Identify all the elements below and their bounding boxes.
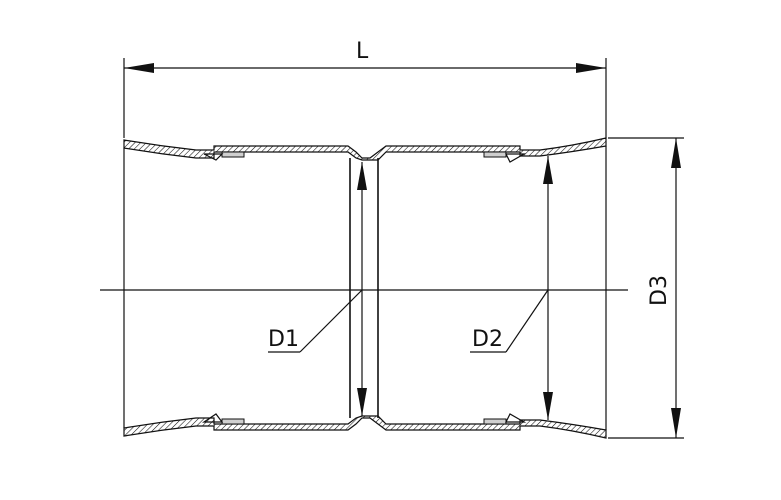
label-d3: D3	[647, 275, 672, 306]
upper-wall	[123, 137, 607, 163]
lower-right-seal	[483, 418, 507, 425]
arrow-head-right	[576, 63, 606, 73]
arrow-head-d2-bottom	[543, 392, 553, 420]
arrow-head-d1-bottom	[357, 388, 367, 416]
dimension-d2: D2	[470, 156, 553, 420]
label-d2: D2	[472, 327, 503, 352]
lower-left-stop-marker	[202, 413, 224, 423]
dimension-d1: D1	[268, 162, 367, 416]
leader-line-d1	[299, 289, 363, 353]
lower-wall	[123, 413, 607, 439]
arrow-head-left	[124, 63, 154, 73]
lower-wall-section	[123, 415, 607, 439]
arrow-head-d2-top	[543, 156, 553, 184]
dimension-length: L	[123, 39, 607, 138]
upper-wall-section	[123, 137, 607, 161]
arrow-head-d1-top	[357, 162, 367, 190]
center-stop	[349, 158, 379, 418]
label-d1: D1	[268, 327, 299, 352]
leader-line-d2	[505, 289, 549, 353]
upper-right-seal	[483, 151, 507, 158]
upper-left-stop-marker	[203, 153, 224, 161]
upper-right-stop-marker	[505, 153, 527, 163]
arrow-head-d3-bottom	[671, 408, 681, 438]
label-length: L	[356, 39, 369, 64]
arrow-head-d3-top	[671, 138, 681, 168]
dimension-d3: D3	[608, 137, 684, 439]
lower-right-stop-marker	[505, 413, 527, 423]
lower-left-seal	[221, 418, 245, 425]
upper-left-seal	[221, 151, 245, 158]
